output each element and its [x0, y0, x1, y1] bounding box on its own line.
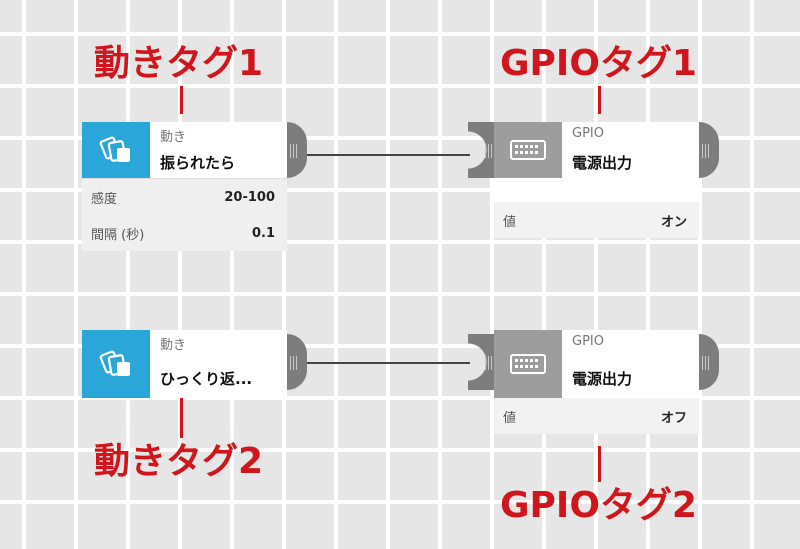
node-title: ひっくり返... — [160, 370, 253, 388]
property-label: 値 — [503, 410, 517, 426]
callout-pointer-gpio-1 — [598, 86, 601, 114]
gpio-node-2[interactable]: GPIO 電源出力 値 オフ — [494, 330, 699, 434]
property-label: 値 — [503, 214, 517, 230]
connection-wire-2[interactable] — [304, 362, 470, 364]
output-port-4[interactable] — [699, 334, 719, 390]
grip-lines — [485, 144, 493, 158]
callout-gpio-tag-2: GPIOタグ2 — [500, 485, 697, 526]
output-port-1[interactable] — [287, 122, 307, 178]
callout-gpio-tag-1: GPIOタグ1 — [500, 43, 697, 84]
node-title: 電源出力 — [572, 370, 633, 388]
node-category: GPIO — [572, 126, 604, 141]
callout-motion-tag-1: 動きタグ1 — [94, 43, 264, 84]
node-category: GPIO — [572, 334, 604, 349]
callout-motion-tag-2: 動きタグ2 — [94, 441, 264, 482]
property-label: 間隔 (秒) — [91, 227, 145, 243]
motion-node-2[interactable]: 動き ひっくり返... — [82, 330, 287, 398]
shake-cards-icon — [82, 330, 150, 398]
property-label: 感度 — [91, 191, 118, 207]
property-row-value[interactable]: 値 オフ — [494, 398, 699, 434]
property-row-sensitivity[interactable]: 感度 20-100 — [82, 179, 287, 215]
gpio-header-icon — [494, 122, 562, 178]
property-value: オン — [660, 214, 687, 230]
grip-lines — [290, 356, 298, 370]
property-value: 0.1 — [251, 225, 275, 241]
gpio-node-1[interactable]: GPIO 電源出力 値 オン — [494, 122, 699, 238]
grip-lines — [290, 144, 298, 158]
grip-lines — [702, 356, 710, 370]
output-port-3[interactable] — [287, 334, 307, 390]
motion-node-1[interactable]: 動き 振られたら 感度 20-100 間隔 (秒) 0.1 — [82, 122, 287, 251]
property-row-value[interactable]: 値 オン — [494, 202, 699, 238]
callout-pointer-gpio-2 — [598, 446, 601, 482]
property-row-interval[interactable]: 間隔 (秒) 0.1 — [82, 215, 287, 251]
shake-cards-icon — [82, 122, 150, 178]
callout-pointer-motion-2 — [180, 398, 183, 438]
node-title: 電源出力 — [572, 154, 633, 172]
node-category: 動き — [160, 338, 187, 353]
input-port-2[interactable] — [468, 122, 494, 178]
gpio-header-icon — [494, 330, 562, 398]
node-category: 動き — [160, 130, 187, 145]
output-port-2[interactable] — [699, 122, 719, 178]
node-title: 振られたら — [160, 154, 236, 172]
connection-wire-1[interactable] — [304, 154, 470, 156]
input-port-4[interactable] — [468, 334, 494, 390]
grip-lines — [485, 356, 493, 370]
callout-pointer-motion-1 — [180, 86, 183, 114]
property-value: オフ — [660, 410, 687, 426]
grip-lines — [702, 144, 710, 158]
property-value: 20-100 — [224, 189, 275, 205]
